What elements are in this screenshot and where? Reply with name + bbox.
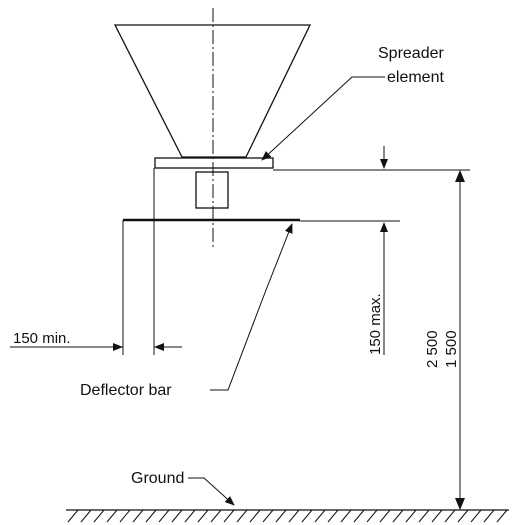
ground-hatch-mark	[392, 509, 404, 523]
ground-hatch-mark	[405, 509, 417, 523]
ground-hatch-mark	[262, 509, 274, 523]
spreader-label-line2: element	[387, 69, 444, 86]
ground-hatch-mark	[197, 509, 209, 523]
ground-hatch-mark	[106, 509, 118, 523]
ground-label: Ground	[131, 470, 184, 487]
ground-hatch-mark	[496, 509, 508, 523]
height-arrow-bottom	[455, 498, 465, 510]
ground-hatch-mark	[145, 509, 157, 523]
ground-hatch-mark	[288, 509, 300, 523]
ground-leader	[188, 477, 235, 506]
spreader-label-line1: Spreader	[378, 45, 444, 62]
ground-hatching	[67, 509, 508, 523]
ground-hatch-mark	[132, 509, 144, 523]
spreader-leader	[261, 76, 385, 161]
ground-hatch-mark	[444, 509, 456, 523]
ground-hatch-mark	[457, 509, 469, 523]
ground-hatch-mark	[366, 509, 378, 523]
ground-hatch-mark	[67, 509, 79, 523]
ground-hatch-mark	[340, 509, 352, 523]
ground-hatch-mark	[301, 509, 313, 523]
ground-hatch-mark	[223, 509, 235, 523]
ground-hatch-mark	[353, 509, 365, 523]
hopper	[113, 24, 312, 158]
ground-hatch-mark	[418, 509, 430, 523]
ground-hatch-mark	[275, 509, 287, 523]
ground-hatch-mark	[171, 509, 183, 523]
motor-block	[195, 171, 229, 209]
height-label-lower: 1 500	[443, 330, 460, 368]
spreader-element	[154, 157, 274, 169]
ground-hatch-mark	[119, 509, 131, 523]
height-label-upper: 2 500	[424, 330, 441, 368]
max-gap-label: 150 max.	[367, 293, 384, 355]
ground-hatch-mark	[236, 509, 248, 523]
min-clearance-label: 150 min.	[13, 330, 71, 347]
ground-hatch-mark	[249, 509, 261, 523]
ground-hatch-mark	[210, 509, 222, 523]
ground-hatch-mark	[314, 509, 326, 523]
ground-hatch-mark	[431, 509, 443, 523]
height-arrow-top	[455, 170, 465, 182]
deflector-label: Deflector bar	[80, 382, 172, 399]
ground-hatch-mark	[80, 509, 92, 523]
ground-hatch-mark	[93, 509, 105, 523]
ground-hatch-mark	[327, 509, 339, 523]
ground-hatch-mark	[379, 509, 391, 523]
ground-hatch-mark	[483, 509, 495, 523]
ground-hatch-mark	[470, 509, 482, 523]
deflector-leader	[210, 223, 293, 391]
ground-hatch-mark	[184, 509, 196, 523]
ground-hatch-mark	[158, 509, 170, 523]
